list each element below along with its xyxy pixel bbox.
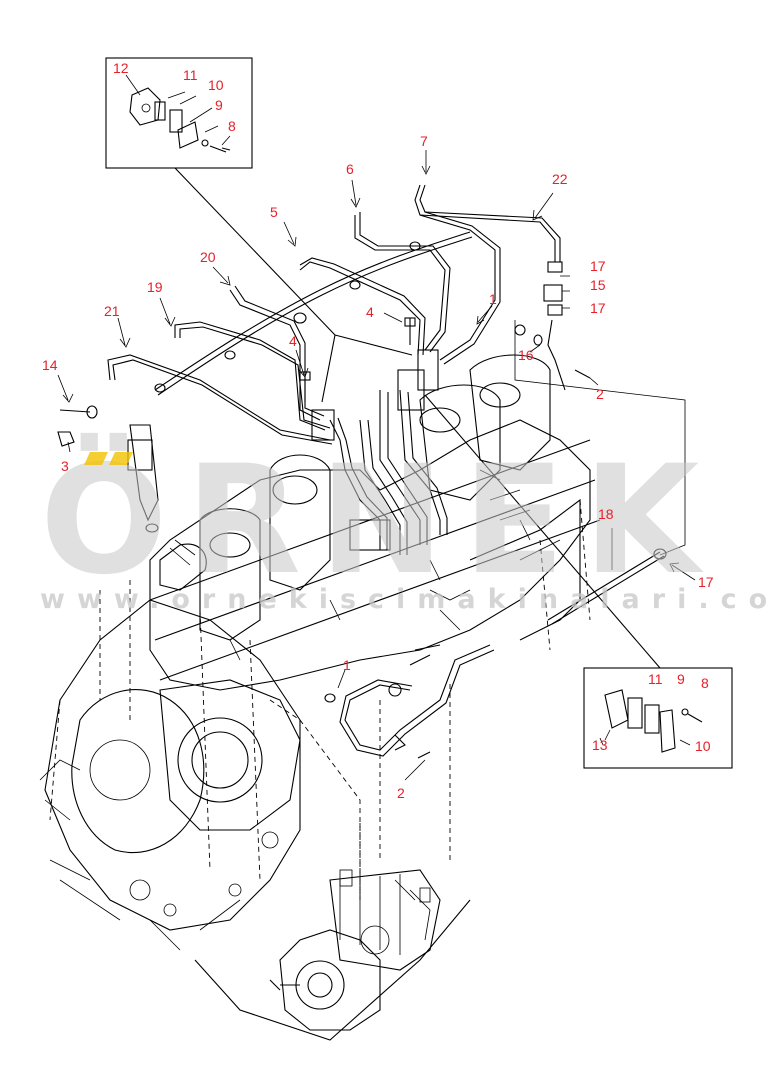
callout-3: 3	[61, 458, 69, 474]
callout-4-lower: 4	[289, 333, 297, 349]
detail-box-bottom	[424, 394, 733, 769]
callout-12: 12	[113, 60, 129, 76]
callout-labels: 12 11 10 9 8 7 6 5 22 20 19 21 4 4 1 17 …	[42, 60, 714, 801]
callout-8-box: 8	[701, 675, 709, 691]
engine-block-drawing	[39, 354, 601, 951]
callout-10-box: 10	[695, 738, 711, 754]
callout-16: 16	[518, 347, 534, 363]
callout-2-lower: 2	[397, 785, 405, 801]
callout-13: 13	[592, 737, 608, 753]
callout-15: 15	[590, 277, 606, 293]
callout-6: 6	[346, 161, 354, 177]
watermark: ÖRNEK www.ornekiscimakinalari.com.tr	[40, 432, 773, 615]
callout-20: 20	[200, 249, 216, 265]
callout-9: 9	[215, 97, 223, 113]
callout-5: 5	[270, 204, 278, 220]
callout-4-upper: 4	[366, 304, 374, 320]
callout-21: 21	[104, 303, 120, 319]
callout-22: 22	[552, 171, 568, 187]
injection-pipes	[57, 184, 686, 759]
watermark-brand: ÖRNEK	[40, 432, 717, 608]
callout-2-upper: 2	[596, 386, 604, 402]
callout-1-upper: 1	[489, 291, 497, 307]
callout-arrows	[57, 150, 696, 781]
callout-14: 14	[42, 357, 58, 373]
watermark-accent-marks	[84, 452, 133, 465]
callout-7: 7	[420, 133, 428, 149]
callout-17-top: 17	[590, 258, 606, 274]
callout-9-box: 9	[677, 671, 685, 687]
injection-pump-drawing	[194, 680, 471, 1041]
callout-11: 11	[183, 67, 198, 83]
callout-17-mid: 17	[590, 300, 606, 316]
callout-1-lower: 1	[343, 657, 351, 673]
detail-box-top	[105, 57, 413, 403]
callout-17-lower: 17	[698, 574, 714, 590]
callout-10: 10	[208, 77, 224, 93]
callout-8: 8	[228, 118, 236, 134]
callout-19: 19	[147, 279, 163, 295]
callout-18: 18	[598, 506, 614, 522]
watermark-url: www.ornekiscimakinalari.com.tr	[40, 584, 773, 615]
callout-11-box: 11	[648, 671, 663, 687]
